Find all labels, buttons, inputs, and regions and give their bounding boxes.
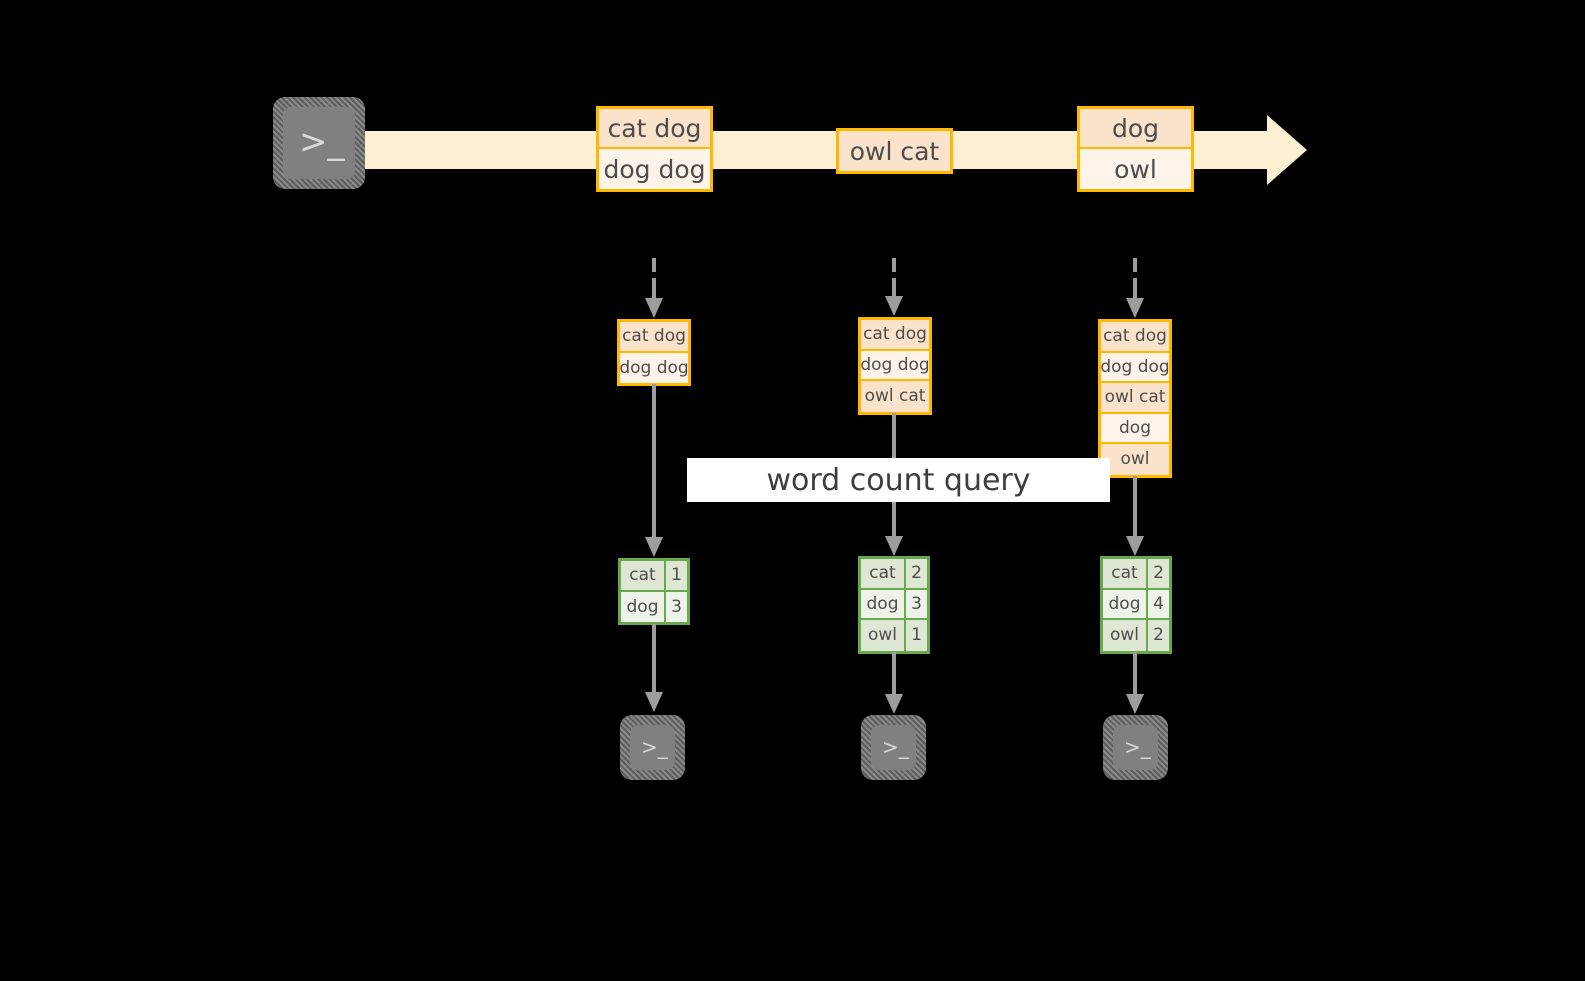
connector-t3-query — [1126, 476, 1144, 558]
result-word: cat — [861, 559, 906, 588]
stream-record-line: owl cat — [839, 131, 950, 171]
connector-segment — [1133, 278, 1137, 299]
input-row: cat dog — [620, 322, 688, 353]
connector-arrowhead — [1126, 694, 1144, 714]
result-row: cat 1 — [621, 561, 687, 592]
result-row: cat 2 — [1103, 559, 1169, 590]
connector-stream-to-t1 — [645, 258, 663, 318]
sink-terminal-icon-t2: >_ — [861, 715, 926, 780]
stream-record-line: dog dog — [599, 149, 710, 189]
terminal-face — [1113, 725, 1158, 770]
result-row: dog 3 — [621, 591, 687, 622]
result-row: owl 1 — [861, 620, 927, 651]
result-word: cat — [1103, 559, 1148, 588]
result-count: 3 — [911, 593, 922, 614]
result-table-t3: cat 2 dog 4 owl 2 — [1100, 556, 1172, 654]
connector-t2-to-sink — [885, 652, 903, 717]
terminal-prompt-glyph: >_ — [882, 735, 909, 759]
connector-arrowhead — [885, 694, 903, 714]
result-count: 4 — [1153, 593, 1164, 614]
connector-segment — [652, 384, 656, 540]
query-label-text: word count query — [766, 462, 1031, 498]
connector-stream-to-t3 — [1126, 258, 1144, 318]
connector-arrowhead — [885, 536, 903, 556]
terminal-face — [283, 107, 355, 179]
input-row: owl cat — [1101, 383, 1169, 414]
stream-record-batch-2: owl cat — [836, 128, 953, 174]
query-label-band: word count query — [687, 458, 1110, 502]
input-table-t1: cat dog dog dog — [617, 319, 691, 386]
connector-arrowhead — [885, 296, 903, 316]
result-count: 2 — [1153, 625, 1164, 646]
result-row: dog 3 — [861, 589, 927, 620]
connector-stream-to-t2 — [885, 258, 903, 318]
result-table-t1: cat 1 dog 3 — [618, 558, 690, 625]
connector-t3-to-sink — [1126, 652, 1144, 717]
result-word: cat — [621, 561, 666, 590]
result-word: owl — [861, 620, 906, 651]
terminal-prompt-glyph: >_ — [641, 735, 668, 759]
result-table-t2: cat 2 dog 3 owl 1 — [858, 556, 930, 654]
connector-arrowhead — [1126, 298, 1144, 318]
result-row: owl 2 — [1103, 620, 1169, 651]
connector-segment — [652, 624, 656, 696]
result-word: dog — [1103, 589, 1148, 618]
input-row: dog dog — [860, 350, 930, 381]
result-count: 1 — [671, 565, 682, 586]
input-table-t2: cat dog dog dog owl cat — [858, 317, 932, 415]
source-terminal-icon: >_ — [273, 97, 365, 189]
sink-terminal-icon-t1: >_ — [620, 715, 685, 780]
stream-record-line: dog — [1080, 109, 1191, 149]
connector-segment — [892, 652, 896, 697]
connector-arrowhead — [645, 537, 663, 557]
result-count: 2 — [911, 563, 922, 584]
connector-segment — [1133, 476, 1137, 539]
connector-segment — [1133, 652, 1137, 697]
connector-arrowhead — [645, 298, 663, 318]
terminal-prompt-glyph: >_ — [299, 122, 345, 162]
result-row: cat 2 — [861, 559, 927, 590]
stream-record-batch-3: dog owl — [1077, 106, 1194, 192]
connector-arrowhead — [645, 692, 663, 712]
input-row: cat dog — [1101, 322, 1169, 353]
connector-segment — [892, 278, 896, 297]
terminal-face — [630, 725, 675, 770]
input-row: dog dog — [619, 352, 689, 383]
result-word: owl — [1103, 620, 1148, 651]
input-row: dog — [1101, 413, 1169, 444]
input-row: cat dog — [861, 320, 929, 351]
connector-t1-query — [645, 384, 663, 559]
terminal-face — [871, 725, 916, 770]
input-row: dog dog — [1100, 352, 1170, 383]
result-word: dog — [621, 591, 666, 622]
result-count: 2 — [1153, 563, 1164, 584]
stream-record-batch-1: cat dog dog dog — [596, 106, 713, 192]
result-row: dog 4 — [1103, 589, 1169, 620]
result-word: dog — [861, 589, 906, 618]
input-table-t3: cat dog dog dog owl cat dog owl — [1098, 319, 1172, 478]
terminal-prompt-glyph: >_ — [1124, 735, 1151, 759]
input-row: owl — [1101, 444, 1169, 475]
stream-arrow-head — [1267, 115, 1307, 185]
connector-dash — [1133, 258, 1137, 272]
connector-arrowhead — [1126, 536, 1144, 556]
result-count: 3 — [671, 596, 682, 617]
result-count: 1 — [911, 625, 922, 646]
connector-dash — [892, 258, 896, 272]
connector-dash — [652, 258, 656, 272]
input-row: owl cat — [861, 381, 929, 412]
connector-segment — [652, 278, 656, 299]
stream-record-line: owl — [1080, 149, 1191, 189]
sink-terminal-icon-t3: >_ — [1103, 715, 1168, 780]
stream-record-line: cat dog — [599, 109, 710, 149]
connector-t1-to-sink — [645, 624, 663, 714]
